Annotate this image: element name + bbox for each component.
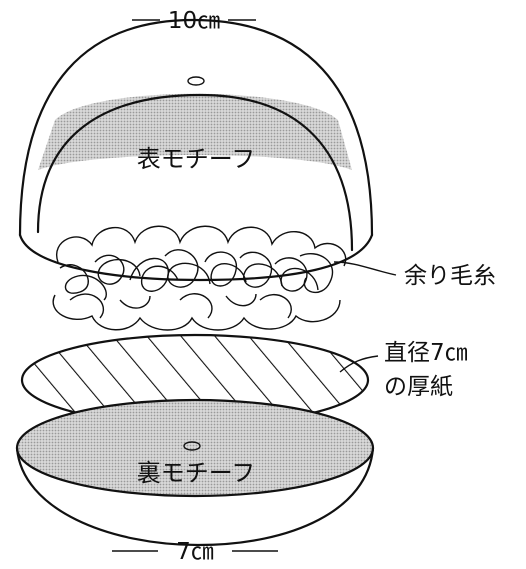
front-motif-dome xyxy=(18,18,374,282)
scrap-yarn-bundle xyxy=(52,225,347,331)
front-motif-label: 表モチーフ xyxy=(137,145,256,173)
bottom-width-label: 7㎝ xyxy=(176,539,214,565)
scrap-yarn-label: 余り毛糸 xyxy=(404,263,496,289)
front-motif-shaded-band xyxy=(38,93,352,170)
top-seam-icon xyxy=(187,76,205,86)
back-motif-bowl xyxy=(15,398,375,547)
cardboard-label-line2: の厚紙 xyxy=(384,374,453,400)
cardboard-label-line1: 直径7㎝ xyxy=(384,340,468,366)
back-motif-label: 裏モチーフ xyxy=(137,459,256,487)
top-width-dimension: 10㎝ xyxy=(132,8,256,34)
top-width-label: 10㎝ xyxy=(168,8,220,34)
bottom-width-dimension: 7㎝ xyxy=(112,539,278,565)
scrap-yarn-leader xyxy=(333,261,397,276)
cardboard-leader xyxy=(339,355,379,373)
bottom-seam-icon xyxy=(183,441,201,451)
